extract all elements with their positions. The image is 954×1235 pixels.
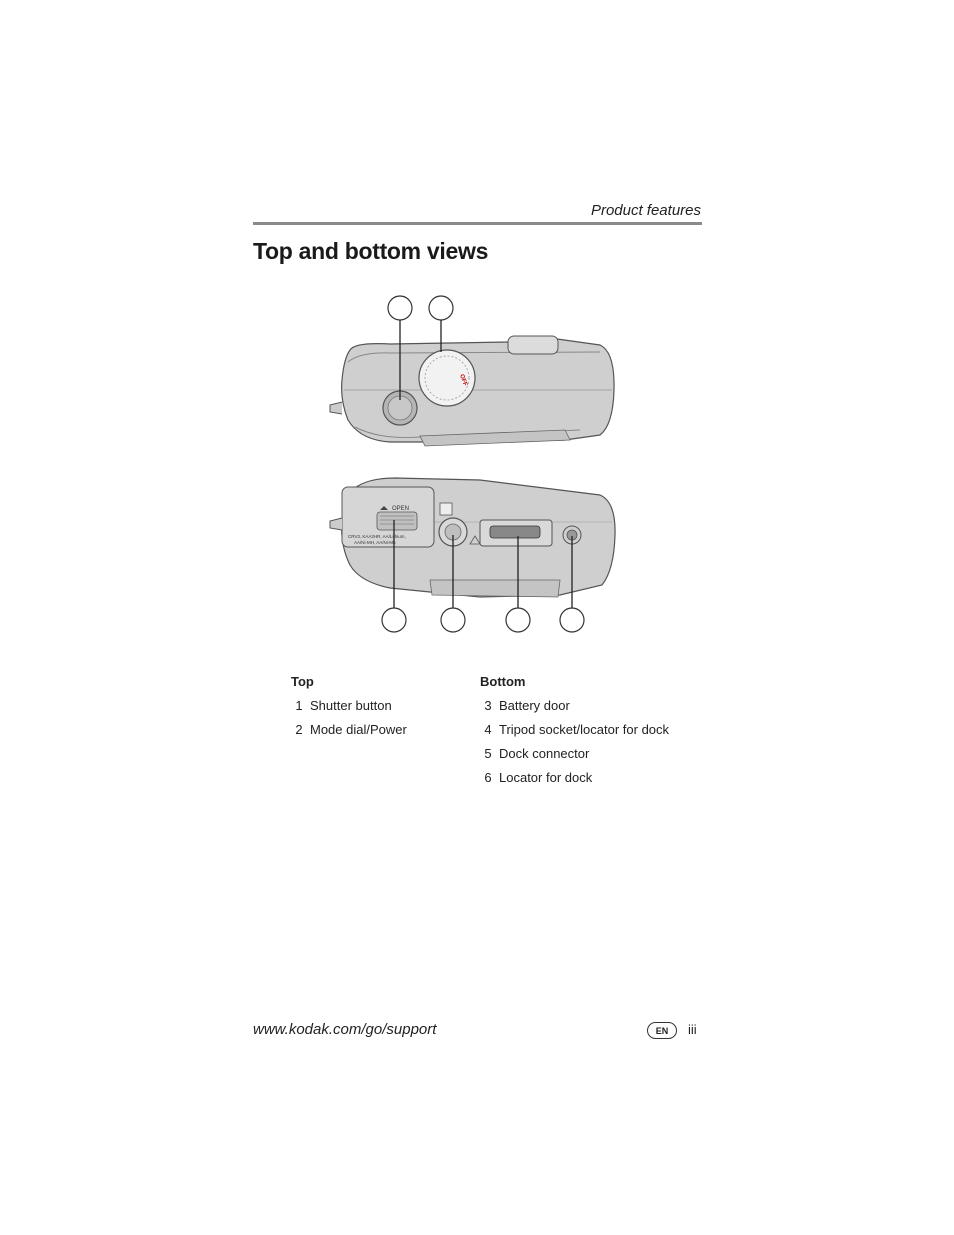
language-badge: EN: [647, 1022, 677, 1039]
legend-item-label: Locator for dock: [499, 770, 593, 785]
legend-bottom: Bottom 3 Battery door 4 Tripod socket/lo…: [480, 674, 669, 794]
legend-item: 3 Battery door: [480, 698, 669, 722]
dial-off-label: OFF: [458, 374, 468, 388]
camera-figure: OFF OPEN CRV3, KAA2HR, AA/Lithium, AA/N: [320, 290, 630, 640]
page-number: iii: [688, 1022, 697, 1037]
legend-bottom-heading: Bottom: [480, 674, 526, 689]
header-rule: [253, 222, 702, 225]
battery-types-line2: AA/Ni-MH, AA/Ni-Mn: [354, 540, 396, 545]
callout-circle-6: [559, 607, 585, 633]
legend-item-label: Battery door: [499, 698, 570, 713]
callout-circle-4: [440, 607, 466, 633]
callout-circle-3: [381, 607, 407, 633]
camera-top-view: OFF: [329, 335, 615, 447]
battery-door-open-label: OPEN: [392, 506, 409, 512]
legend-item-label: Tripod socket/locator for dock: [499, 722, 670, 737]
legend-top-heading: Top: [291, 674, 314, 689]
page-title: Top and bottom views: [253, 238, 489, 264]
camera-illustration: OFF OPEN CRV3, KAA2HR, AA/Lithium, AA/N: [329, 295, 616, 633]
battery-types-line1: CRV3, KAA2HR, AA/Lithium,: [348, 534, 406, 539]
legend-item-number: 1: [295, 698, 303, 713]
legend-item: 6 Locator for dock: [480, 770, 669, 794]
legend-item-label: Dock connector: [499, 746, 590, 761]
camera-bottom-view: OPEN CRV3, KAA2HR, AA/Lithium, AA/Ni-MH,…: [329, 477, 616, 598]
legend-item-number: 3: [484, 698, 492, 713]
legend-top: Top 1 Shutter button 2 Mode dial/Power: [291, 674, 407, 746]
callout-circle-5: [505, 607, 531, 633]
legend-item: 2 Mode dial/Power: [291, 722, 407, 746]
legend-item-label: Shutter button: [310, 698, 392, 713]
legend-item-label: Mode dial/Power: [310, 722, 407, 737]
legend-item: 5 Dock connector: [480, 746, 669, 770]
footer-support-link[interactable]: www.kodak.com/go/support: [253, 1021, 437, 1038]
legend-item-number: 5: [484, 746, 492, 761]
mode-dial: [418, 349, 476, 407]
callout-circle-1: [387, 295, 413, 321]
legend-item-number: 2: [295, 722, 303, 737]
header-section-title: Product features: [590, 202, 701, 219]
legend-item-number: 6: [484, 770, 492, 785]
legend-item: 1 Shutter button: [291, 698, 407, 722]
legend-item-number: 4: [484, 722, 492, 737]
legend-item: 4 Tripod socket/locator for dock: [480, 722, 669, 746]
callout-circle-2: [428, 295, 454, 321]
